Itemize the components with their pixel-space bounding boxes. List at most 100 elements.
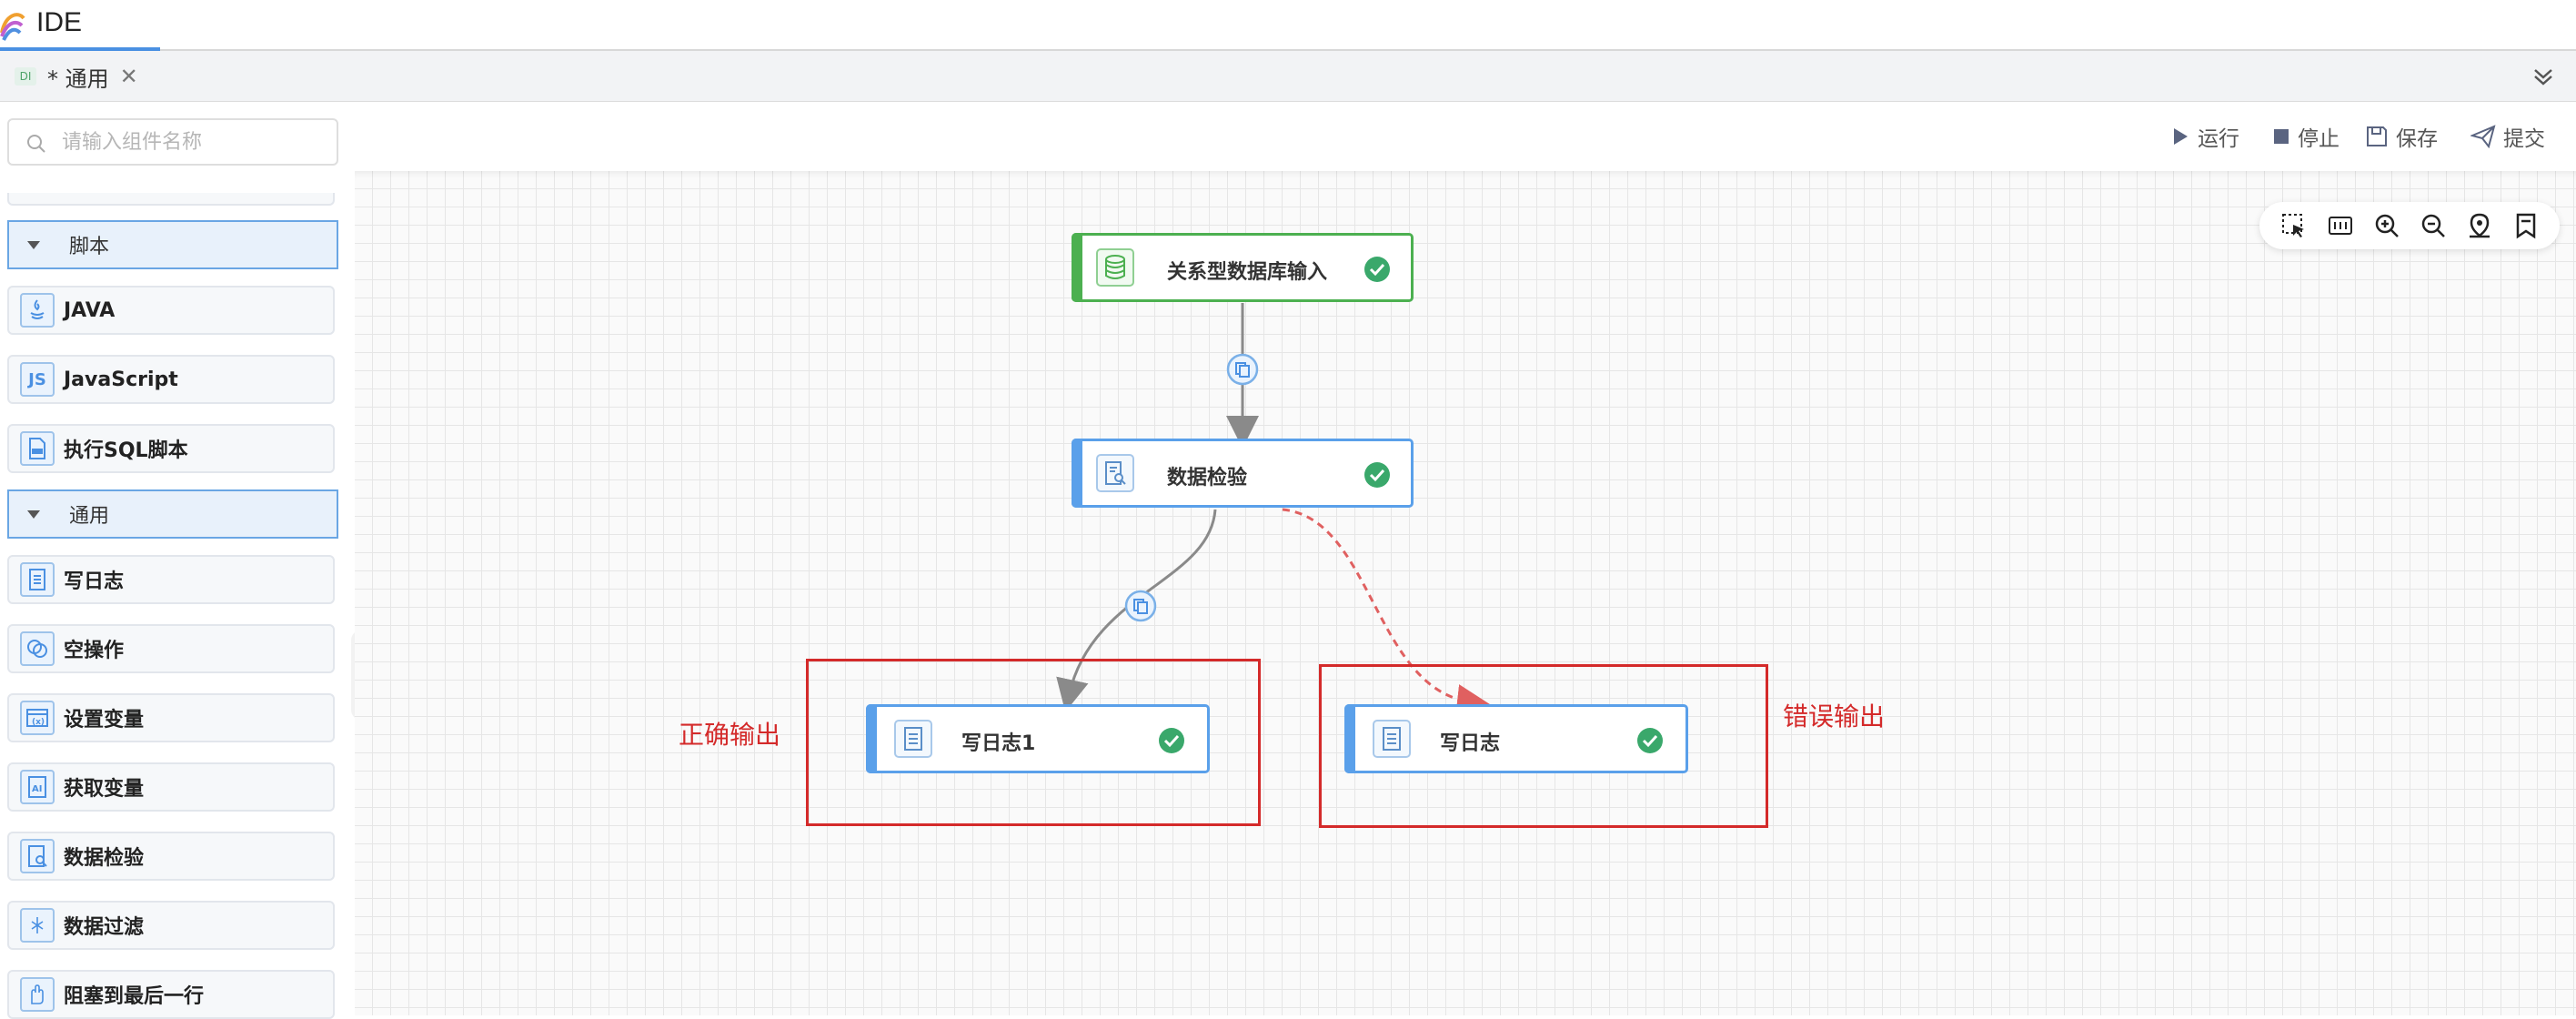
submit-label: 提交 bbox=[2503, 127, 2545, 151]
stop-button[interactable]: 停止 bbox=[2272, 120, 2340, 153]
run-label: 运行 bbox=[2198, 127, 2239, 151]
node-stripe bbox=[1344, 704, 1355, 773]
title-underline bbox=[0, 47, 160, 51]
log-icon bbox=[894, 720, 932, 758]
component-label: 空操作 bbox=[64, 640, 125, 662]
log-icon bbox=[1373, 720, 1411, 758]
node-label: 数据检验 bbox=[1167, 467, 1248, 489]
fit-icon[interactable] bbox=[2325, 210, 2356, 241]
node-stripe bbox=[866, 704, 877, 773]
node-stripe bbox=[1072, 233, 1082, 302]
data-filter-icon bbox=[20, 908, 55, 943]
component-write-log[interactable]: 写日志 bbox=[7, 555, 335, 604]
annotation-box-correct bbox=[806, 659, 1261, 826]
save-icon bbox=[2367, 126, 2387, 146]
sql-script-icon bbox=[20, 431, 55, 466]
block-until-last-row-icon bbox=[20, 977, 55, 1012]
component-label: 阻塞到最后一行 bbox=[64, 985, 205, 1008]
group-header-general[interactable]: 通用 bbox=[7, 489, 338, 539]
component-data-filter[interactable]: 数据过滤 bbox=[7, 901, 335, 950]
component-sidebar: 脚本 JAVA JS JavaScript 执行SQL脚本 通用 写日志 空操作… bbox=[0, 102, 355, 1019]
play-icon bbox=[2174, 128, 2188, 145]
app-logo-icon bbox=[0, 13, 25, 41]
node-stripe bbox=[1072, 439, 1082, 508]
log-icon bbox=[20, 562, 55, 597]
set-variable-icon: (x) bbox=[20, 701, 55, 735]
submit-button[interactable]: 提交 bbox=[2470, 120, 2545, 153]
success-check-icon bbox=[1364, 462, 1390, 488]
copy-edge-icon bbox=[1226, 353, 1259, 386]
database-icon bbox=[1096, 248, 1134, 287]
tab-label: * 通用 bbox=[47, 66, 109, 92]
component-javascript[interactable]: JS JavaScript bbox=[7, 355, 335, 404]
java-icon bbox=[20, 293, 55, 328]
annotation-box-error bbox=[1319, 664, 1768, 828]
component-label: JAVA bbox=[64, 298, 116, 322]
success-check-icon bbox=[1159, 728, 1184, 753]
group-header-script[interactable]: 脚本 bbox=[7, 220, 338, 269]
chevron-double-down-icon[interactable] bbox=[2529, 62, 2558, 91]
list-item-partial bbox=[7, 193, 335, 206]
data-validation-icon bbox=[1096, 454, 1134, 492]
node-db-input[interactable]: 关系型数据库输入 bbox=[1072, 233, 1414, 302]
group-label: 通用 bbox=[69, 505, 110, 528]
stop-icon bbox=[2274, 129, 2289, 144]
node-label: 关系型数据库输入 bbox=[1167, 261, 1328, 284]
component-label: 数据过滤 bbox=[64, 916, 145, 939]
tab-general[interactable]: DI * 通用 ✕ bbox=[0, 51, 155, 102]
caret-down-icon bbox=[27, 510, 40, 519]
stop-label: 停止 bbox=[2298, 127, 2340, 151]
component-set-variable[interactable]: (x) 设置变量 bbox=[7, 693, 335, 742]
component-label: JavaScript bbox=[64, 368, 178, 391]
zoom-in-icon[interactable] bbox=[2371, 210, 2402, 241]
component-label: 设置变量 bbox=[64, 709, 145, 731]
search-input[interactable] bbox=[60, 127, 324, 156]
bookmark-icon[interactable] bbox=[2511, 210, 2541, 241]
node-data-validation[interactable]: 数据检验 bbox=[1072, 439, 1414, 508]
node-label: 写日志 bbox=[1440, 732, 1501, 755]
app-header: IDE bbox=[0, 0, 2576, 51]
select-icon[interactable] bbox=[2279, 210, 2309, 241]
component-label: 写日志 bbox=[64, 570, 125, 593]
svg-text:AI: AI bbox=[32, 784, 42, 794]
editor-toolbar: 运行 停止 保存 提交 bbox=[355, 102, 2576, 171]
search-icon bbox=[27, 135, 45, 153]
component-java[interactable]: JAVA bbox=[7, 286, 335, 335]
component-sql-script[interactable]: 执行SQL脚本 bbox=[7, 424, 335, 473]
tab-bar: DI * 通用 ✕ bbox=[0, 51, 2576, 102]
close-icon[interactable]: ✕ bbox=[119, 64, 138, 89]
component-search[interactable] bbox=[7, 118, 338, 166]
locate-icon[interactable] bbox=[2464, 210, 2495, 241]
send-icon bbox=[2470, 125, 2496, 148]
component-block-until-last-row[interactable]: 阻塞到最后一行 bbox=[7, 970, 335, 1019]
app-title: IDE bbox=[36, 7, 83, 37]
caret-down-icon bbox=[27, 240, 40, 249]
tab-badge: DI bbox=[15, 67, 36, 86]
svg-text:(x): (x) bbox=[32, 718, 45, 727]
node-write-log-1[interactable]: 写日志1 bbox=[866, 704, 1210, 773]
js-icon: JS bbox=[20, 362, 55, 397]
copy-edge-icon bbox=[1124, 590, 1157, 622]
zoom-out-icon[interactable] bbox=[2418, 210, 2449, 241]
node-write-log-2[interactable]: 写日志 bbox=[1344, 704, 1688, 773]
component-noop[interactable]: 空操作 bbox=[7, 624, 335, 673]
run-button[interactable]: 运行 bbox=[2170, 120, 2239, 153]
node-label: 写日志1 bbox=[961, 732, 1036, 755]
component-get-variable[interactable]: AI 获取变量 bbox=[7, 762, 335, 812]
component-data-validation[interactable]: 数据检验 bbox=[7, 832, 335, 881]
component-label: 获取变量 bbox=[64, 778, 145, 801]
annotation-correct-output: 正确输出 bbox=[679, 720, 781, 750]
flow-canvas[interactable] bbox=[355, 171, 2576, 1015]
annotation-error-output: 错误输出 bbox=[1783, 701, 1886, 731]
save-label: 保存 bbox=[2396, 127, 2438, 151]
data-validation-icon bbox=[20, 839, 55, 873]
component-label: 执行SQL脚本 bbox=[64, 439, 188, 462]
success-check-icon bbox=[1637, 728, 1663, 753]
noop-icon bbox=[20, 631, 55, 666]
success-check-icon bbox=[1364, 257, 1390, 282]
component-label: 数据检验 bbox=[64, 847, 145, 870]
group-label: 脚本 bbox=[69, 236, 110, 258]
save-button[interactable]: 保存 bbox=[2365, 120, 2438, 153]
edge-validation-to-log2-error bbox=[1282, 508, 1490, 717]
